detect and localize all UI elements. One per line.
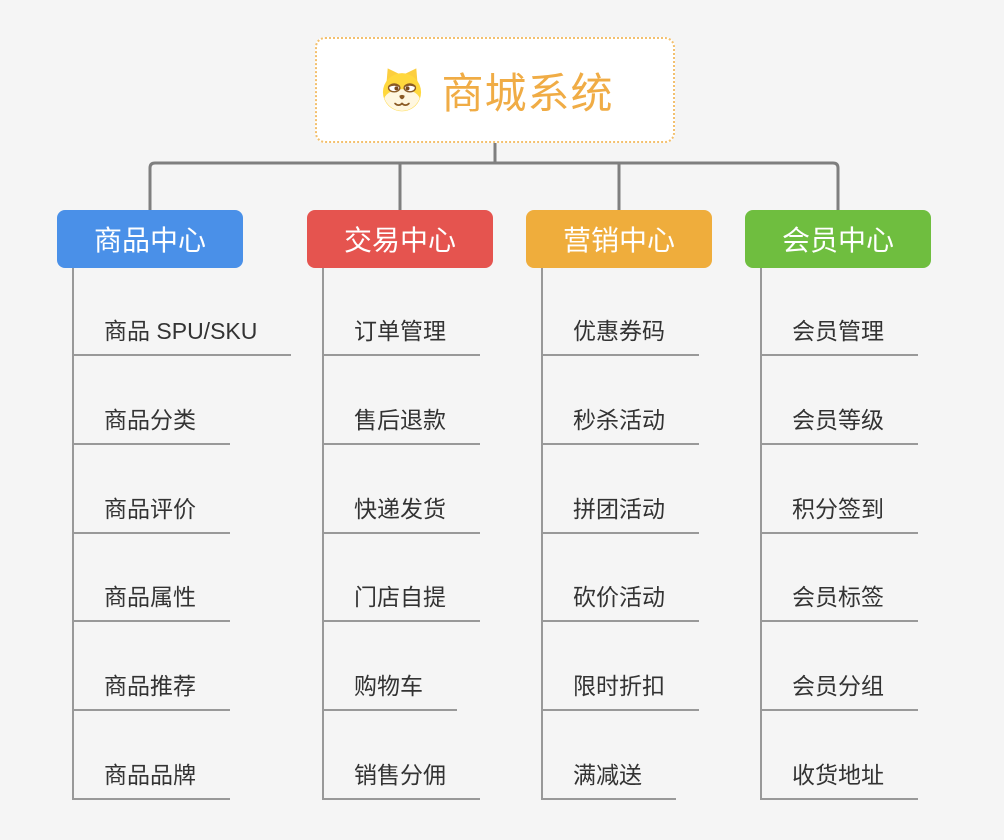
child-node[interactable]: 快递发货 [322, 494, 480, 534]
child-label: 拼团活动 [573, 496, 665, 522]
branch-marketing-center: 营销中心 优惠券码 秒杀活动 拼团活动 砍价活动 限时折扣 满减送 [526, 210, 712, 800]
child-label: 收货地址 [792, 762, 884, 788]
child-node[interactable]: 会员等级 [760, 405, 918, 445]
child-node[interactable]: 订单管理 [322, 316, 480, 356]
child-node[interactable]: 会员标签 [760, 582, 918, 622]
child-node[interactable]: 商品属性 [72, 582, 230, 622]
child-label: 订单管理 [354, 318, 446, 344]
child-node[interactable]: 购物车 [322, 671, 457, 711]
child-node[interactable]: 会员分组 [760, 671, 918, 711]
child-node[interactable]: 积分签到 [760, 494, 918, 534]
child-label: 会员管理 [792, 318, 884, 344]
branch-product-center: 商品中心 商品 SPU/SKU 商品分类 商品评价 商品属性 商品推荐 商品品牌 [57, 210, 292, 800]
child-label: 快递发货 [354, 496, 446, 522]
branch-header-marketing-center[interactable]: 营销中心 [526, 210, 712, 268]
child-label: 秒杀活动 [573, 407, 665, 433]
branch-spine [541, 268, 543, 800]
branch-header-trade-center[interactable]: 交易中心 [307, 210, 493, 268]
child-node[interactable]: 售后退款 [322, 405, 480, 445]
child-label: 优惠券码 [573, 318, 665, 344]
child-label: 售后退款 [354, 407, 446, 433]
child-node[interactable]: 会员管理 [760, 316, 918, 356]
child-label: 商品分类 [104, 407, 196, 433]
child-label: 销售分佣 [354, 762, 446, 788]
child-node[interactable]: 限时折扣 [541, 671, 699, 711]
child-label: 商品属性 [104, 584, 196, 610]
child-node[interactable]: 销售分佣 [322, 760, 480, 800]
child-node[interactable]: 商品 SPU/SKU [72, 316, 292, 356]
branch-member-center: 会员中心 会员管理 会员等级 积分签到 会员标签 会员分组 收货地址 [745, 210, 931, 800]
child-node[interactable]: 商品分类 [72, 405, 230, 445]
child-node[interactable]: 门店自提 [322, 582, 480, 622]
child-label: 商品 SPU/SKU [104, 318, 258, 344]
branch-header-product-center[interactable]: 商品中心 [57, 210, 243, 268]
branch-label: 会员中心 [781, 225, 894, 256]
child-label: 会员等级 [792, 407, 884, 433]
child-label: 商品推荐 [104, 673, 196, 699]
branch-label: 商品中心 [93, 225, 206, 256]
child-node[interactable]: 秒杀活动 [541, 405, 699, 445]
child-node[interactable]: 满减送 [541, 760, 676, 800]
child-label: 会员分组 [792, 673, 884, 699]
branch-spine [72, 268, 74, 800]
child-node[interactable]: 商品推荐 [72, 671, 230, 711]
branch-spine [322, 268, 324, 800]
branch-header-member-center[interactable]: 会员中心 [745, 210, 931, 268]
branch-spine [760, 268, 762, 800]
shiba-dog-icon [376, 62, 428, 119]
branch-bus-line [148, 161, 840, 212]
branch-label: 交易中心 [343, 225, 456, 256]
child-node[interactable]: 拼团活动 [541, 494, 699, 534]
child-label: 购物车 [354, 673, 423, 699]
child-node[interactable]: 商品评价 [72, 494, 230, 534]
root-title: 商城系统 [441, 69, 614, 117]
child-label: 满减送 [573, 762, 642, 788]
branch-label: 营销中心 [562, 225, 675, 256]
branch-trade-center: 交易中心 订单管理 售后退款 快递发货 门店自提 购物车 销售分佣 [307, 210, 493, 800]
child-label: 商品评价 [104, 496, 196, 522]
child-label: 门店自提 [354, 584, 446, 610]
child-node[interactable]: 商品品牌 [72, 760, 230, 800]
root-node[interactable]: 商城系统 [315, 37, 675, 143]
child-label: 商品品牌 [104, 762, 196, 788]
child-label: 积分签到 [792, 496, 884, 522]
child-node[interactable]: 优惠券码 [541, 316, 699, 356]
child-label: 会员标签 [792, 584, 884, 610]
child-node[interactable]: 砍价活动 [541, 582, 699, 622]
child-label: 砍价活动 [573, 584, 665, 610]
child-label: 限时折扣 [573, 673, 665, 699]
child-node[interactable]: 收货地址 [760, 760, 918, 800]
